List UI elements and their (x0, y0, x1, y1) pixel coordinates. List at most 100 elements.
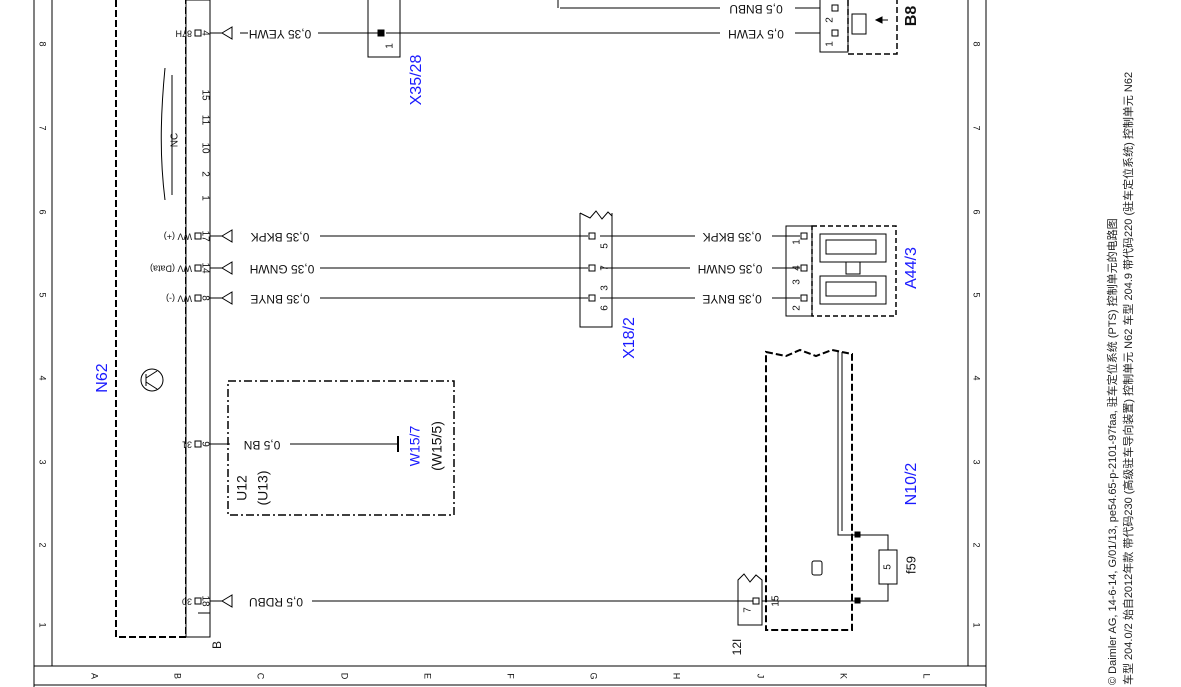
component-label-n62: N62 (94, 363, 111, 392)
x35-pin: 1 (385, 43, 396, 49)
x18-pin: 6 (600, 305, 611, 311)
u12-outline (227, 380, 455, 516)
grid-col-label: G (589, 672, 599, 679)
n62-pin-function: WV (Data) (150, 264, 192, 274)
grid-col-label: B (173, 673, 183, 679)
footer-copyright: © Daimler AG, 14-6-14, G/01/13, pe54.65-… (1107, 218, 1119, 685)
grid-row-label: 4 (38, 375, 48, 380)
grid-row-label: 8 (972, 41, 982, 46)
pin-terminal (194, 29, 202, 37)
grid-row-label: 7 (972, 125, 982, 130)
wire-label-w10: 0,5 BN (244, 438, 281, 452)
grid-col-label: D (340, 673, 350, 680)
pin-terminal (752, 597, 760, 605)
nc-bracket (160, 67, 166, 201)
component-label-b8: B8 (903, 6, 920, 27)
x12i-pin: 7 (743, 607, 754, 613)
connector-label-12i: 12I (730, 639, 744, 656)
a44-pin: 1 (792, 239, 803, 245)
grid-col-label: L (922, 673, 932, 678)
wire-label-w6: 0,35 GNWH (250, 262, 315, 276)
component-label-n10-2: N10/2 (903, 463, 920, 506)
pin-terminal (194, 264, 202, 272)
pin-terminal (831, 29, 839, 37)
component-label-b: B (210, 641, 224, 649)
b8-pin: 1 (825, 41, 836, 47)
component-label-u13: (U13) (255, 470, 271, 505)
x18-pin: 7 (600, 265, 611, 271)
wire-label-w7: 0,35 GNWH (698, 262, 763, 276)
wire-label-w3: 0,5 BNBU (729, 2, 782, 16)
grid-row-label: 5 (38, 292, 48, 297)
component-label-w15-5: (W15/5) (429, 421, 445, 471)
pin-terminal (194, 232, 202, 240)
n62-pin-number: 14 (199, 262, 210, 274)
f59-rating: 5 (883, 564, 894, 570)
n62-pin-number: 10 (199, 142, 210, 154)
n62-pin-function: 87H (175, 29, 192, 39)
pin-terminal (588, 232, 596, 240)
grid-row-label: 2 (38, 542, 48, 547)
pin-terminal (800, 264, 808, 272)
n62-pin-number: 18 (199, 595, 210, 607)
grid-row-label: 1 (972, 622, 982, 627)
arrow-connector (221, 26, 233, 40)
x18-pin: 5 (600, 243, 611, 249)
nc-label: NC (170, 133, 181, 147)
a44-pin: 3 (792, 279, 803, 285)
a44-pin: 2 (792, 305, 803, 311)
pin-terminal (194, 597, 202, 605)
n62-bar (185, 0, 211, 638)
grid-col-label: F (506, 673, 516, 679)
b8-connector (819, 0, 849, 53)
n10-2-outline (765, 348, 853, 631)
footer-model-info: 车型 204.0/2 始自2012年款 带代码230 (高级驻车导向装置) 控制… (1123, 71, 1135, 685)
grid-row-label: 6 (972, 209, 982, 214)
grid-col-label: H (672, 673, 682, 680)
grid-col-label: C (256, 673, 266, 680)
grid-row-label: 7 (38, 125, 48, 130)
pin-terminal (831, 4, 839, 12)
grid-col-label: J (756, 674, 766, 679)
x35-28-connector (367, 0, 401, 58)
n62-pin-number: 11 (199, 115, 210, 126)
grid-row-label: 2 (972, 542, 982, 547)
x18-pin: 3 (600, 285, 611, 291)
n62-pin-number: 1 (199, 195, 210, 201)
grid-row-label: 1 (38, 622, 48, 627)
b8-pin: 2 (825, 17, 836, 23)
wire-label-w9: 0,35 BNYE (702, 292, 761, 306)
n62-pin-number: 9 (199, 441, 210, 447)
component-label-w15-7: W15/7 (407, 426, 423, 467)
pin-terminal (588, 294, 596, 302)
pin-terminal (194, 294, 202, 302)
pin-terminal (800, 294, 808, 302)
n62-pin-function: WV (+) (164, 232, 192, 242)
wire-label-w2: 0,5 YEWH (728, 27, 784, 41)
x12i-connector (737, 573, 763, 626)
wire-label-w4: 0,35 BKPK (251, 230, 310, 244)
pin-terminal (800, 232, 808, 240)
grid-col-label: A (90, 673, 100, 679)
grid-row-label: 3 (972, 459, 982, 464)
n62-pin-number: 8 (199, 295, 210, 301)
n10-pin: 15 (771, 595, 782, 607)
grid-row-label: 5 (972, 292, 982, 297)
grid-row-label: 4 (972, 375, 982, 380)
pin-terminal (194, 440, 202, 448)
n62-pin-function: WV (-) (166, 294, 192, 304)
n62-pin-number: 15 (199, 89, 210, 101)
grid-row-label: 6 (38, 209, 48, 214)
component-label-u12: U12 (234, 475, 250, 501)
n62-pin-function: 31 (182, 440, 192, 450)
a44-pin: 4 (792, 265, 803, 271)
x18-2-connector (579, 213, 613, 328)
wire-label-w8: 0,35 BNYE (250, 292, 309, 306)
grid-row-label: 8 (38, 41, 48, 46)
component-label-a44-3: A44/3 (903, 247, 920, 289)
wire-label-w5: 0,35 BKPK (703, 230, 762, 244)
n62-outline (115, 0, 187, 638)
wire-label-w1: 0,35 YEWH (249, 27, 311, 41)
